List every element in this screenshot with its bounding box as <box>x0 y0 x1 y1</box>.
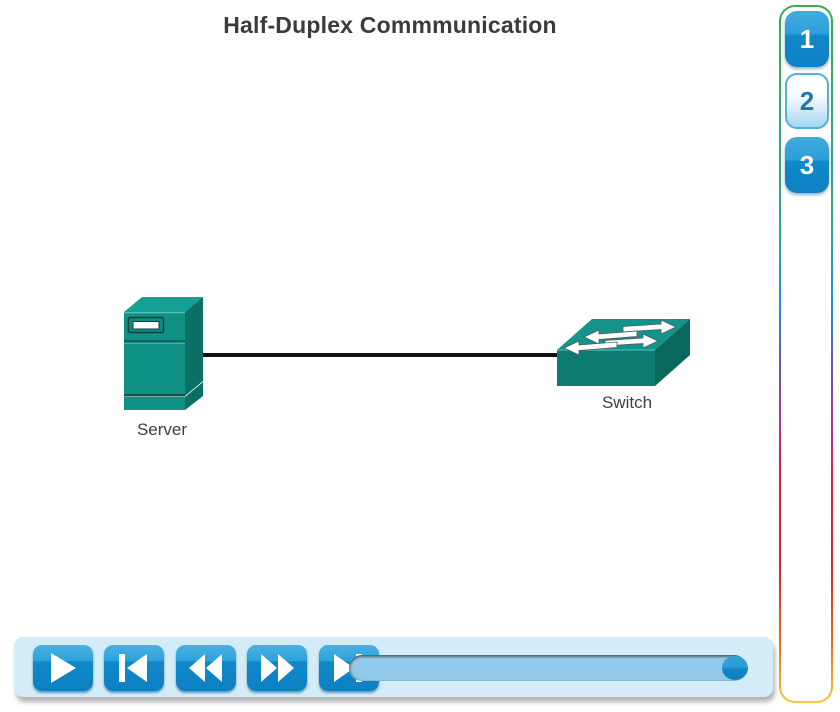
timeline-slider[interactable] <box>349 655 748 681</box>
step-panel: 1 2 3 <box>779 5 833 703</box>
step-button-3[interactable]: 3 <box>785 137 829 193</box>
fast-forward-icon <box>261 654 294 682</box>
playback-controls <box>14 637 773 697</box>
play-icon <box>51 653 76 683</box>
switch-arrows <box>563 319 677 356</box>
step-panel-inner: 1 2 3 <box>781 7 831 701</box>
step-button-2[interactable]: 2 <box>785 73 829 129</box>
skip-to-start-button[interactable] <box>104 645 164 691</box>
server-icon <box>124 297 203 410</box>
switch-label: Switch <box>601 393 653 412</box>
play-button[interactable] <box>33 645 93 691</box>
slider-thumb[interactable] <box>722 656 748 680</box>
switch-icon <box>557 319 690 386</box>
skip-start-icon <box>119 654 147 682</box>
fast-forward-button[interactable] <box>247 645 307 691</box>
step-button-1[interactable]: 1 <box>785 11 829 67</box>
server-label: Server <box>136 420 188 439</box>
page-title: Half-Duplex Commmunication <box>223 12 557 38</box>
rewind-icon <box>189 654 222 682</box>
rewind-button[interactable] <box>176 645 236 691</box>
link-line <box>200 353 560 357</box>
